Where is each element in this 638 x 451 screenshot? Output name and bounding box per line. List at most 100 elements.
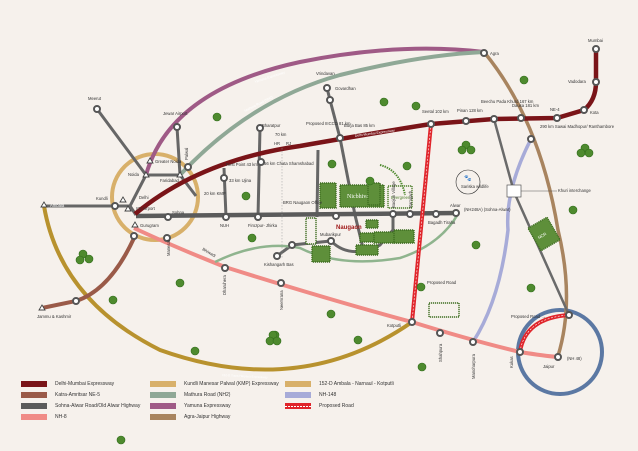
- legend-swatch: [21, 414, 47, 420]
- neemrana-label: Neemrana: [279, 290, 284, 310]
- legend-item: NH-148: [285, 392, 336, 398]
- igi-label: IGI Airport: [136, 206, 156, 211]
- project-parcels: Nicbhivan Evergreen NCR: [305, 164, 561, 318]
- stations: [38, 45, 600, 361]
- proposed1-label: Proposed Road: [427, 280, 457, 285]
- label-label: Agra-Jaipur Highway: [184, 414, 231, 420]
- legend-item: Proposed Road: [285, 403, 354, 409]
- greater-noida-label: Greater Noida: [155, 159, 182, 164]
- shahpura-label: Shahpura: [438, 343, 443, 362]
- kota-label: Kota: [590, 110, 599, 115]
- label-label: Katra-Amritsar NE-5: [55, 392, 101, 398]
- label-label: Sohna-Alwar Road/Old Alwar Highway: [55, 403, 141, 409]
- nuh-label: NUH: [220, 223, 229, 228]
- khuri-interchange: [506, 184, 522, 198]
- trans-label: 152-D Trans Haryana Expressway: [222, 373, 268, 379]
- sohna-alwar-road: [135, 210, 459, 219]
- legend-swatch: [150, 392, 176, 398]
- legend-swatch: [21, 403, 47, 409]
- hr-label: HR: [274, 141, 280, 146]
- govardhan-label: Govardhan: [335, 86, 356, 91]
- meerut-label: Meerut: [88, 96, 102, 101]
- kishangarh-label: Kishangarh Bas: [264, 262, 294, 267]
- legend-swatch: [150, 414, 176, 420]
- vrindavan-label: Vrindavan: [316, 71, 335, 76]
- ncr-label: NCR: [537, 231, 547, 240]
- agra-label: Agra: [490, 51, 500, 56]
- alwar-nh-label: (NH248A) (Sohna-Alwar): [464, 207, 511, 212]
- jammu-label: Jammu & Kashmir: [37, 314, 72, 319]
- ambala-label: Ambala: [50, 203, 65, 208]
- restpoint-label: Rest Point 43 km: [226, 162, 258, 167]
- jaipur-label: Jaipur: [543, 364, 555, 369]
- rj-label: RJ: [286, 141, 291, 146]
- naugaon-label: Naugaon: [336, 225, 362, 231]
- brg-label: BRG Naugaon Office: [283, 200, 323, 205]
- faridabad-label: Faridabad: [160, 178, 180, 183]
- label-label: NH-148: [319, 392, 337, 398]
- sawai-label: 290 km Sawai Madhopur/ Ranthambore: [540, 124, 615, 129]
- ujina-label: 33 km Ujina: [229, 178, 252, 183]
- kundli-label: Kundli: [96, 196, 108, 201]
- nh48-label: (NH 48): [567, 356, 582, 361]
- legend: Delhi-Mumbai Expressway Katra-Amritsar N…: [0, 378, 638, 448]
- legend-swatch: [150, 381, 176, 387]
- kukas-label: Kukas: [509, 356, 514, 368]
- green-link-road: [214, 213, 460, 264]
- label-label: Proposed Road: [319, 403, 354, 409]
- kotputli-label: Kotputli: [387, 323, 401, 328]
- label-label: Yamuna Expressway: [184, 403, 231, 409]
- palwal-label: Palwal: [184, 148, 189, 160]
- legend-swatch: [150, 403, 176, 409]
- manoharpura-label: Manoharpura: [471, 353, 476, 379]
- ramgarh-label: Ramgarh: [408, 190, 413, 208]
- paw-icon: 🐾: [464, 175, 472, 182]
- pinan-label: Pinan 128 km: [457, 108, 483, 113]
- sohna-label: Sohna: [172, 210, 185, 215]
- bagadh-label: Bagadh Tiraha: [428, 220, 456, 225]
- khuri-label: Khuri interchange: [558, 188, 591, 193]
- legend-item: Delhi-Mumbai Expressway: [21, 381, 114, 387]
- legend-swatch: [285, 381, 311, 387]
- vadodara-label: Vadodara: [568, 79, 587, 84]
- km70-label: 70 km: [275, 132, 287, 137]
- place-labels: Mumbai Vadodara Kota NE-4 290 km Sawai M…: [37, 38, 615, 379]
- legend-item: Katra-Amritsar NE-5: [21, 392, 100, 398]
- mubarikpur-label: Mubarikpur: [320, 232, 342, 237]
- legend-item: Kundli Manesar Palwal (KMP) Expressway: [150, 381, 279, 387]
- ne4-label: NE-4: [550, 107, 560, 112]
- legend-item: Mathura Road (NH2): [150, 392, 230, 398]
- legend-item: 152-D Ambala - Narnaul - Kotputli: [285, 381, 394, 387]
- beechu-label: Beechu Pada Khurd 167 km: [481, 99, 534, 104]
- legend-swatch: [21, 392, 47, 398]
- delhi-mumbai-expressway: [133, 49, 599, 216]
- legend-swatch: [285, 392, 311, 398]
- legend-swatch: [21, 381, 47, 387]
- legend-item: Yamuna Expressway: [150, 403, 231, 409]
- dme-label: Delhi-Mumbai Expressway: [355, 128, 396, 138]
- legend-swatch: [285, 403, 311, 409]
- kmp20-label: 20 km KMP: [204, 191, 226, 196]
- yamuna-expressway: [144, 46, 485, 176]
- proposed2-label: Proposed Road →: [511, 314, 545, 319]
- sariska-wildlife-badge: [455, 169, 481, 195]
- legend-item: NH-8: [21, 414, 67, 420]
- bhiwadi-label: Bhiwadi: [202, 247, 217, 259]
- legend-item: Sohna-Alwar Road/Old Alwar Highway: [21, 403, 140, 409]
- noida-label: Noida: [128, 172, 140, 177]
- manesar-label: Manesar: [166, 239, 171, 256]
- tree-icons: [75, 75, 594, 445]
- delhi-label: Delhi: [139, 195, 149, 200]
- label-label: Mathura Road (NH2): [184, 392, 231, 398]
- dausa-label: Dausa 181 km: [512, 103, 540, 108]
- firozpur-label: Firozpur- Jhirka: [248, 223, 278, 228]
- label-label: NH-8: [55, 414, 67, 420]
- label-label: Delhi-Mumbai Expressway: [55, 381, 115, 387]
- shamshabad-label: 56 km Chata Shamshabad: [264, 161, 314, 166]
- sariska-label: Sariska wildlife: [461, 184, 489, 189]
- legend-item: Agra-Jaipur Highway: [150, 414, 230, 420]
- jewar-label: Jewar Airport: [163, 111, 188, 116]
- nh-148: [471, 138, 533, 343]
- burja-label: Burja Bas 85 km: [344, 123, 375, 128]
